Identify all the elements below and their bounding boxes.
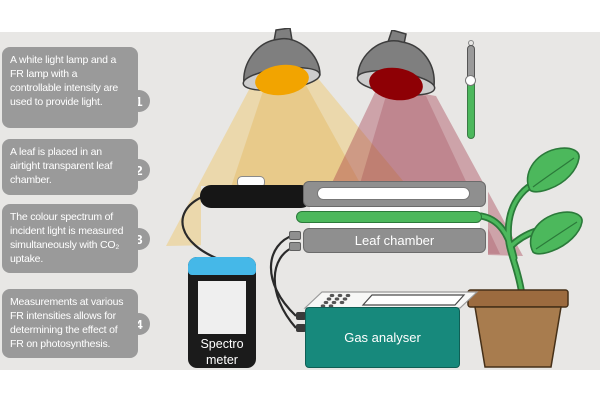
plant-leaf-lower-vein: [535, 221, 578, 250]
pot-body: [474, 306, 562, 368]
step-text-2: A leaf is placed in an airtight transpar…: [10, 146, 113, 186]
spectrometer-screen: [198, 281, 246, 334]
intensity-slider[interactable]: [465, 40, 476, 139]
white-light-lamp: [242, 28, 321, 96]
analyser-port-1: [296, 312, 306, 320]
fr-bulb: [369, 67, 423, 101]
leaf-chamber-bottom: Leaf chamber: [303, 228, 486, 253]
chamber-port-1: [289, 231, 301, 240]
white-bulb: [255, 64, 309, 96]
leaf-chamber-label: Leaf chamber: [354, 233, 435, 248]
spectrometer: Spectro meter: [188, 257, 256, 368]
leaf-chamber-window: [317, 187, 470, 200]
leaf-in-chamber: [296, 211, 482, 223]
chamber-port-2: [289, 242, 301, 251]
gas-tube-2: [273, 245, 297, 329]
fr-lamp: [356, 30, 436, 101]
slider-knob[interactable]: [465, 75, 476, 86]
gas-analyser-top: [303, 291, 479, 309]
analyser-display: [361, 294, 466, 306]
leaf-chamber-gasket-bottom: [310, 223, 480, 229]
gas-analyser-label: Gas analyser: [344, 330, 421, 345]
leaf-chamber-gasket-top: [310, 207, 480, 213]
step-box-4: Measurements at various FR intensities a…: [2, 289, 138, 359]
spectrometer-label: Spectro meter: [200, 337, 244, 367]
plant-stems: [477, 180, 540, 299]
spectrometer-cable: [181, 196, 222, 262]
gas-analyser: Gas analyser: [305, 307, 460, 368]
step-text-1: A white light lamp and a FR lamp with a …: [10, 54, 119, 108]
step-text-4: Measurements at various FR intensities a…: [10, 296, 124, 350]
spectrometer-top-bar: [188, 257, 256, 275]
step-box-1: A white light lamp and a FR lamp with a …: [2, 47, 138, 128]
plant-leaf-upper-vein: [532, 157, 575, 188]
step-box-2: A leaf is placed in an airtight transpar…: [2, 139, 138, 195]
analyser-port-2: [296, 324, 306, 332]
step-text-3: The colour spectrum of incident light is…: [10, 211, 124, 265]
spectrometer-sensor-bar: [200, 185, 312, 208]
analyser-keypad: [320, 293, 351, 308]
step-box-3: The colour spectrum of incident light is…: [2, 204, 138, 274]
gas-tube-1: [269, 233, 297, 317]
